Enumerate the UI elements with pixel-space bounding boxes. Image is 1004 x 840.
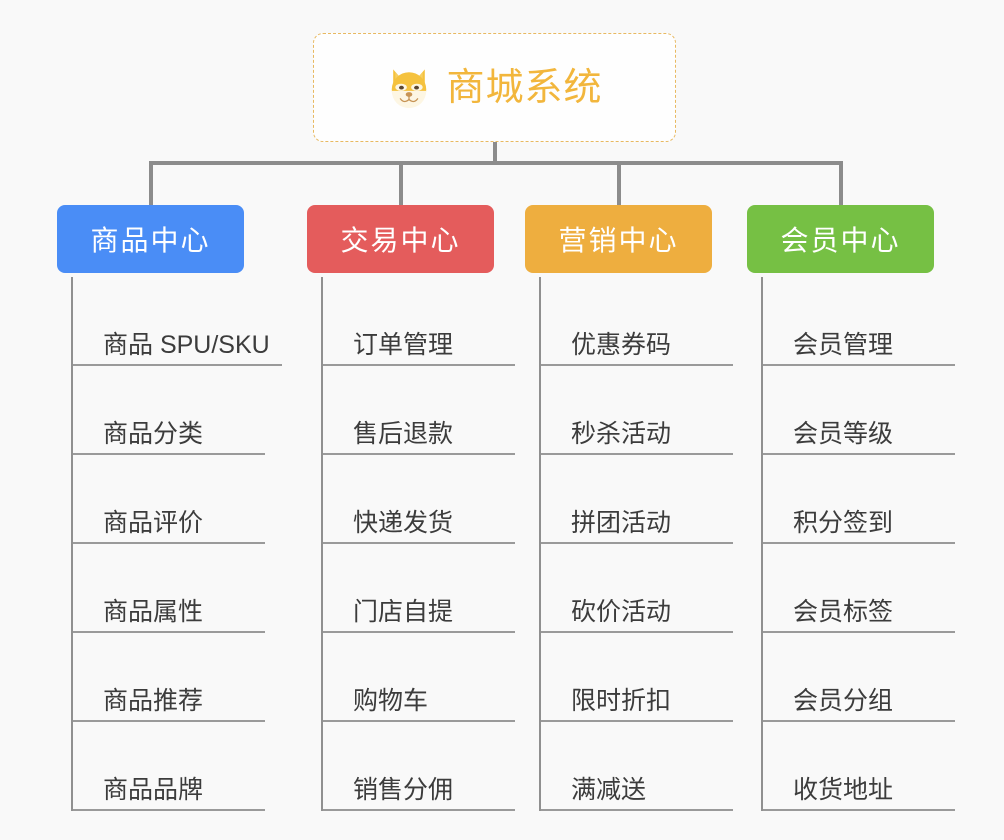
connector-drop-2 [399,161,403,205]
leaf-list-3: 优惠券码 秒杀活动 拼团活动 砍价活动 限时折扣 满减送 [539,277,733,811]
list-item[interactable]: 商品品牌 [73,722,282,811]
leaf-label: 砍价活动 [541,598,733,633]
leaf-label: 商品评价 [73,509,265,544]
list-item[interactable]: 优惠券码 [541,277,733,366]
branch-header-4[interactable]: 会员中心 [747,205,934,273]
leaf-label: 销售分佣 [323,776,515,811]
leaf-label: 售后退款 [323,420,515,455]
leaf-label: 收货地址 [763,776,955,811]
list-item[interactable]: 快递发货 [323,455,515,544]
connector-drop-3 [617,161,621,205]
leaf-label: 优惠券码 [541,331,733,366]
root-title: 商城系统 [446,66,603,109]
list-item[interactable]: 商品 SPU/SKU [73,277,282,366]
branch-member-center: 会员中心 会员管理 会员等级 积分签到 会员标签 会员分组 收货地址 [747,205,955,827]
dog-face-icon [392,68,427,108]
list-item[interactable]: 砍价活动 [541,544,733,633]
list-item[interactable]: 商品推荐 [73,633,282,722]
leaf-label: 门店自提 [323,598,515,633]
list-item[interactable]: 售后退款 [323,366,515,455]
list-item[interactable]: 门店自提 [323,544,515,633]
list-item[interactable]: 商品分类 [73,366,282,455]
root-node[interactable]: 商城系统 [313,33,676,142]
leaf-label: 会员分组 [763,687,955,722]
branch-header-label-2: 交易中心 [340,225,461,256]
list-item[interactable]: 商品评价 [73,455,282,544]
list-item[interactable]: 收货地址 [763,722,955,811]
connector-trunk [493,142,497,164]
list-item[interactable]: 订单管理 [323,277,515,366]
connector-bus [149,161,843,165]
list-item[interactable]: 会员分组 [763,633,955,722]
branch-trade-center: 交易中心 订单管理 售后退款 快递发货 门店自提 购物车 销售分佣 [307,205,515,827]
list-item[interactable]: 购物车 [323,633,515,722]
leaf-label: 限时折扣 [541,687,733,722]
list-item[interactable]: 会员标签 [763,544,955,633]
branch-header-2[interactable]: 交易中心 [307,205,494,273]
list-item[interactable]: 秒杀活动 [541,366,733,455]
branch-header-label-4: 会员中心 [780,225,901,256]
list-item[interactable]: 限时折扣 [541,633,733,722]
leaf-label: 商品属性 [73,598,265,633]
leaf-label: 购物车 [323,687,515,722]
leaf-label: 满减送 [541,776,733,811]
leaf-list-1: 商品 SPU/SKU 商品分类 商品评价 商品属性 商品推荐 商品品牌 [71,277,282,811]
branch-header-label-3: 营销中心 [558,225,679,256]
leaf-label: 商品 SPU/SKU [73,331,282,366]
leaf-label: 拼团活动 [541,509,733,544]
list-item[interactable]: 拼团活动 [541,455,733,544]
leaf-label: 秒杀活动 [541,420,733,455]
list-item[interactable]: 满减送 [541,722,733,811]
leaf-label: 会员等级 [763,420,955,455]
leaf-label: 会员管理 [763,331,955,366]
list-item[interactable]: 商品属性 [73,544,282,633]
branch-header-1[interactable]: 商品中心 [57,205,244,273]
leaf-list-4: 会员管理 会员等级 积分签到 会员标签 会员分组 收货地址 [761,277,955,811]
list-item[interactable]: 会员等级 [763,366,955,455]
leaf-label: 订单管理 [323,331,515,366]
leaf-label: 积分签到 [763,509,955,544]
leaf-label: 商品推荐 [73,687,265,722]
list-item[interactable]: 会员管理 [763,277,955,366]
leaf-label: 商品分类 [73,420,265,455]
branch-product-center: 商品中心 商品 SPU/SKU 商品分类 商品评价 商品属性 商品推荐 商品品牌 [57,205,282,827]
branch-marketing-center: 营销中心 优惠券码 秒杀活动 拼团活动 砍价活动 限时折扣 满减送 [525,205,733,827]
leaf-list-2: 订单管理 售后退款 快递发货 门店自提 购物车 销售分佣 [321,277,515,811]
leaf-label: 快递发货 [323,509,515,544]
branch-header-label-1: 商品中心 [90,225,211,256]
list-item[interactable]: 销售分佣 [323,722,515,811]
branch-header-3[interactable]: 营销中心 [525,205,712,273]
leaf-label: 商品品牌 [73,776,265,811]
list-item[interactable]: 积分签到 [763,455,955,544]
leaf-label: 会员标签 [763,598,955,633]
connector-drop-4 [839,161,843,205]
connector-drop-1 [149,161,153,205]
